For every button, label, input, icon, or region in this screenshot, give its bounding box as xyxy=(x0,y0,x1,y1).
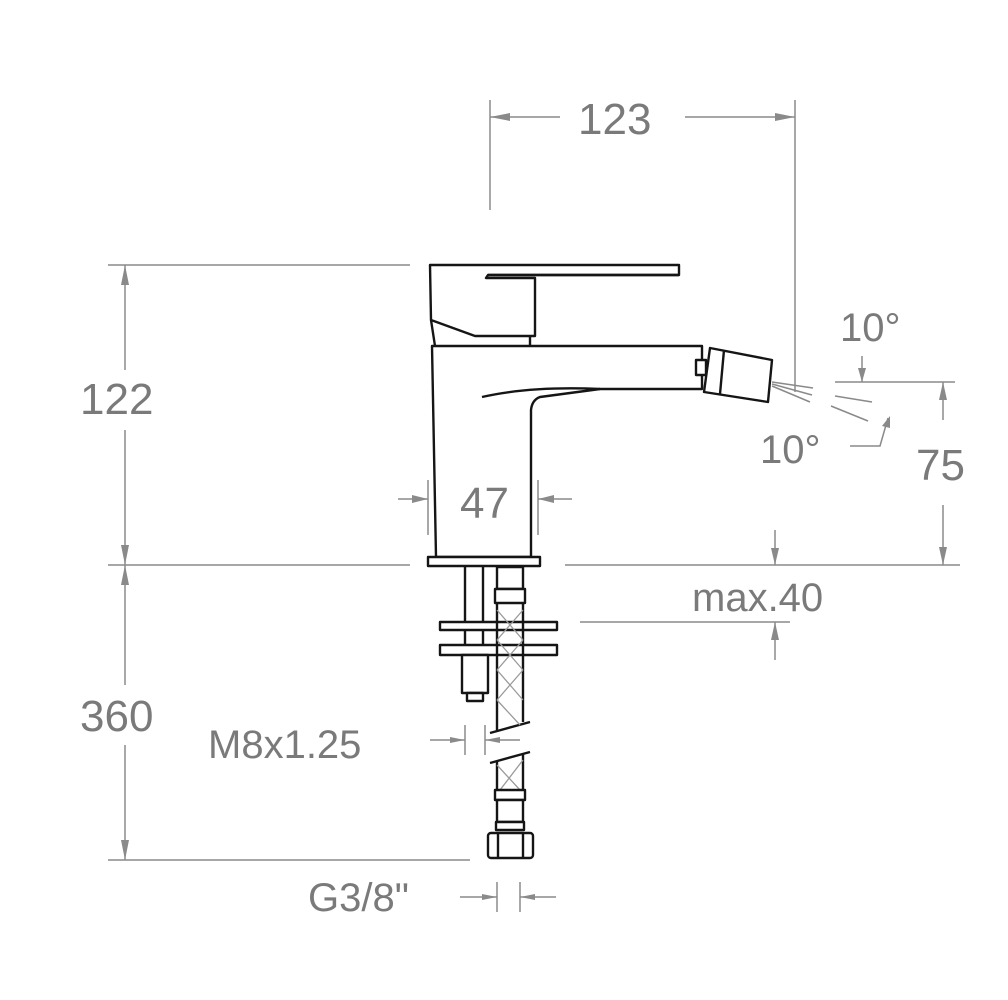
dimension-75 xyxy=(771,381,955,565)
dimension-m8 xyxy=(430,725,520,755)
label-hose-length: 360 xyxy=(78,692,156,741)
label-height: 122 xyxy=(78,375,156,424)
label-connection: G3/8" xyxy=(308,876,409,920)
dimension-123 xyxy=(489,100,796,392)
dimension-max40 xyxy=(580,621,790,660)
label-spout-height: 75 xyxy=(914,441,967,490)
label-angle-up: 10° xyxy=(838,306,903,350)
dimension-122 xyxy=(108,264,960,566)
dimension-g38 xyxy=(460,882,556,912)
label-max-thickness: max.40 xyxy=(690,576,826,620)
label-spout-reach: 123 xyxy=(576,95,654,144)
angle-marks xyxy=(771,356,890,447)
dimension-47 xyxy=(398,480,572,535)
bidet-mixer-outline xyxy=(426,263,774,860)
dimension-360 xyxy=(108,565,470,861)
label-body-width: 47 xyxy=(458,479,511,528)
label-thread: M8x1.25 xyxy=(208,723,362,767)
label-angle-down: 10° xyxy=(758,428,823,472)
